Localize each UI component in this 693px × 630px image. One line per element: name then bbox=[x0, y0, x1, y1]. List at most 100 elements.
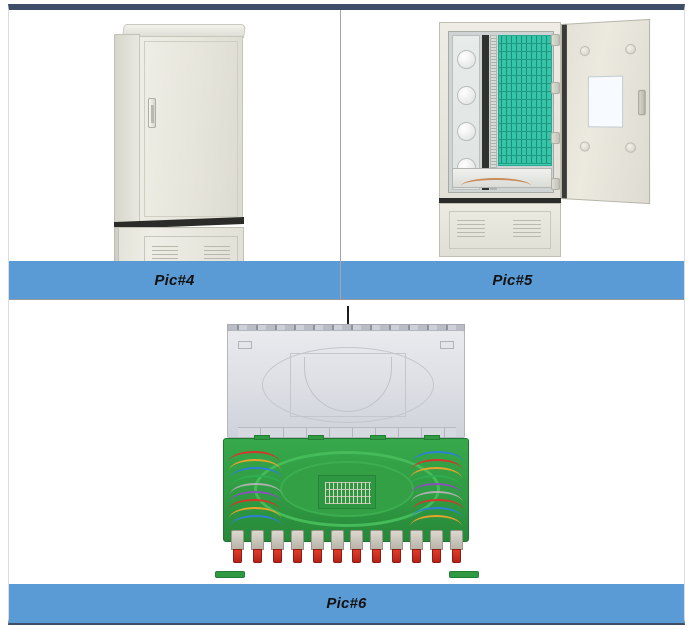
fiber-adapter bbox=[290, 530, 304, 568]
cabinet-front-door bbox=[139, 36, 243, 222]
green-fiber-splice-tray-image bbox=[205, 306, 489, 578]
caption-row-bottom: Pic#6 bbox=[9, 584, 684, 623]
adapter-red-tip bbox=[412, 549, 422, 563]
cell-pic5-image bbox=[341, 10, 684, 261]
adapter-red-tip bbox=[451, 549, 461, 563]
door-inner-seam bbox=[144, 41, 238, 217]
cell-pic6-image bbox=[9, 300, 684, 584]
tray-notch bbox=[424, 435, 440, 440]
fiber-strand bbox=[410, 467, 462, 479]
fiber-adapter bbox=[410, 530, 424, 568]
adapter-red-tip bbox=[332, 549, 342, 563]
adapter-body bbox=[290, 530, 304, 550]
adapter-body bbox=[390, 530, 404, 550]
picture-table: Pic#4 Pic#5 bbox=[8, 4, 685, 625]
door-hinge-column bbox=[551, 28, 561, 194]
closed-outdoor-fiber-cabinet-image bbox=[114, 24, 246, 261]
picture-row-top bbox=[9, 10, 684, 261]
splice-tray bbox=[499, 36, 551, 44]
caption-label-pic4: Pic#4 bbox=[154, 271, 195, 289]
lid-oval-emboss bbox=[262, 347, 434, 423]
door-handle-lock-icon bbox=[148, 98, 156, 128]
fiber-adapter bbox=[330, 530, 344, 568]
caption-cell-pic5: Pic#5 bbox=[341, 261, 684, 300]
cable-storage-coil-panel bbox=[452, 35, 480, 190]
splice-tray bbox=[499, 100, 551, 108]
door-label-card bbox=[587, 75, 624, 128]
adapter-body bbox=[350, 530, 364, 550]
adapter-red-tip bbox=[292, 549, 302, 563]
base-vent-right bbox=[513, 220, 541, 240]
adapter-red-tip bbox=[272, 549, 282, 563]
adapter-body bbox=[449, 530, 463, 550]
tray-hinge-pin bbox=[347, 306, 349, 332]
cable-coil bbox=[457, 50, 476, 69]
tray-lid-cover bbox=[227, 330, 465, 438]
adapter-body bbox=[231, 530, 244, 550]
splice-tray bbox=[499, 52, 551, 60]
tray-mounting-foot-left bbox=[215, 571, 245, 578]
cable-management-bar bbox=[452, 168, 552, 188]
adapter-red-tip bbox=[432, 549, 442, 563]
door-hinge bbox=[551, 82, 560, 94]
cabinet-open-door bbox=[561, 18, 651, 205]
fiber-strand bbox=[410, 483, 462, 495]
cabinet-interior bbox=[448, 31, 554, 193]
fiber-strand bbox=[229, 459, 281, 471]
adapter-red-tip bbox=[252, 549, 262, 563]
fiber-strand bbox=[411, 507, 463, 519]
splice-tray bbox=[499, 140, 551, 148]
door-hinge bbox=[551, 132, 560, 144]
fiber-strand bbox=[411, 459, 463, 471]
fiber-strand bbox=[230, 515, 282, 527]
fiber-strand bbox=[412, 499, 464, 511]
splice-comb bbox=[325, 482, 371, 504]
cable-coil bbox=[457, 122, 476, 141]
fiber-adapter bbox=[370, 530, 384, 568]
adapter-body bbox=[430, 530, 444, 550]
splice-tray bbox=[499, 84, 551, 92]
adapter-red-tip bbox=[352, 549, 362, 563]
cabinet-plinth-gap bbox=[439, 198, 561, 204]
caption-label-pic6: Pic#6 bbox=[326, 595, 367, 612]
door-boss bbox=[579, 141, 590, 152]
door-edge-seal bbox=[561, 24, 567, 199]
fiber-strand bbox=[228, 451, 280, 463]
door-hinge bbox=[551, 178, 560, 190]
splice-tray bbox=[499, 92, 551, 100]
fiber-strand bbox=[230, 483, 282, 495]
splice-tray bbox=[499, 124, 551, 132]
tray-green-body bbox=[223, 435, 469, 542]
fiber-strand bbox=[410, 515, 462, 527]
base-panel-seam bbox=[449, 211, 551, 249]
fiber-strand bbox=[229, 491, 281, 503]
fiber-strand bbox=[228, 499, 280, 511]
caption-label-pic5: Pic#5 bbox=[492, 271, 533, 289]
fiber-strand bbox=[231, 475, 283, 487]
adapter-red-tip bbox=[372, 549, 382, 563]
tray-notch bbox=[308, 435, 324, 440]
splice-tray bbox=[499, 60, 551, 68]
base-vent-left bbox=[457, 220, 485, 240]
cabinet-side-panel bbox=[114, 34, 140, 224]
lid-clip-left bbox=[238, 341, 252, 349]
caption-cell-pic4: Pic#4 bbox=[9, 261, 341, 300]
splice-tray bbox=[499, 116, 551, 124]
tray-notch bbox=[370, 435, 386, 440]
splice-tray bbox=[499, 108, 551, 116]
lid-clip-right bbox=[440, 341, 454, 349]
splice-tray bbox=[499, 148, 551, 156]
cabinet-body bbox=[439, 22, 561, 200]
tray-notch bbox=[254, 435, 270, 440]
fiber-bundle-right bbox=[408, 449, 464, 533]
fiber-adapter-row bbox=[231, 530, 463, 568]
lid-bottom-ribs bbox=[238, 427, 456, 437]
fiber-adapter bbox=[231, 530, 244, 568]
splice-tray bbox=[499, 76, 551, 84]
fiber-adapter bbox=[310, 530, 324, 568]
base-panel-seam bbox=[144, 236, 238, 261]
interior-dark-channel bbox=[482, 35, 489, 190]
cable-coil bbox=[457, 86, 476, 105]
splice-holder-block bbox=[318, 475, 376, 509]
door-hinge bbox=[551, 34, 560, 46]
